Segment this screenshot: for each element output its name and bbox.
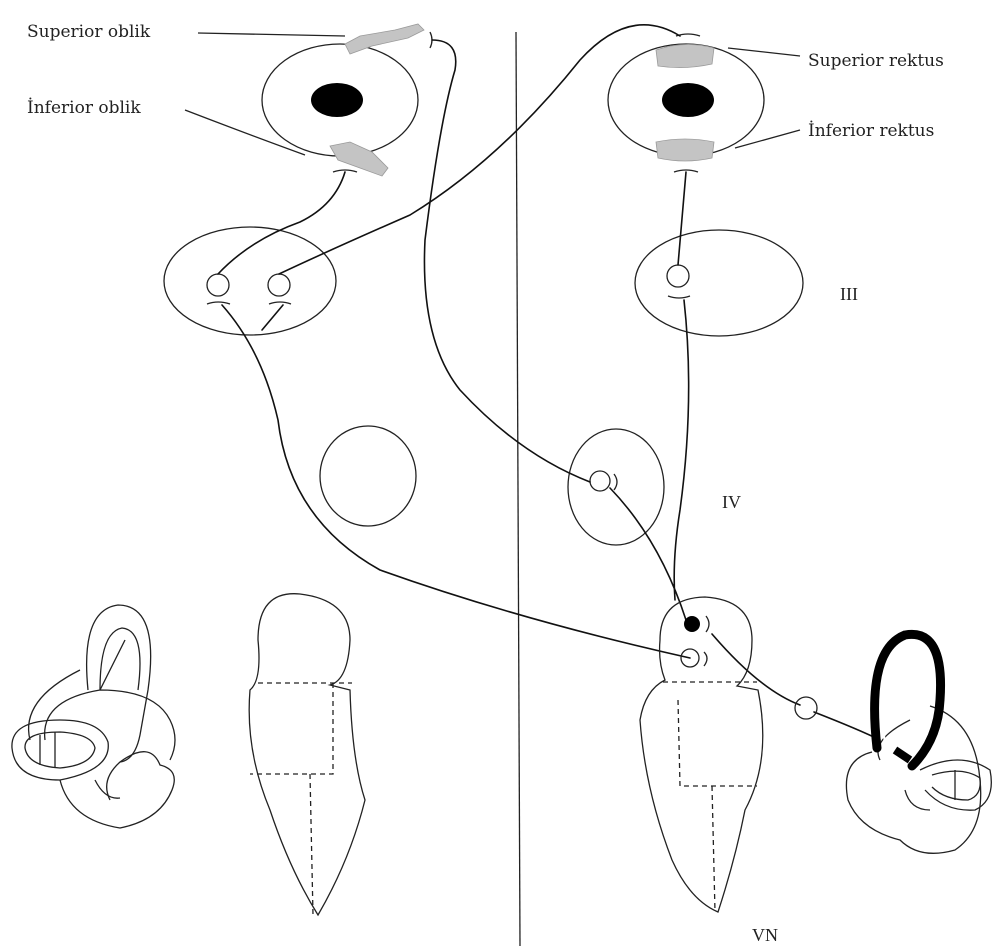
vestibular-ganglion-cell bbox=[795, 697, 817, 719]
left-trochlear-nucleus bbox=[320, 426, 416, 526]
right-brainstem bbox=[640, 597, 763, 912]
left-eye bbox=[262, 24, 424, 176]
label-nucleus-iii: III bbox=[840, 284, 858, 304]
superior-oblique-muscle bbox=[345, 24, 424, 54]
right-pupil bbox=[662, 83, 714, 117]
synapse-mark bbox=[706, 616, 709, 632]
right-labyrinth bbox=[846, 634, 991, 853]
inferior-rectus-motoneuron bbox=[667, 265, 689, 287]
inferior-oblique-motoneuron bbox=[207, 274, 229, 296]
inferior-rectus-muscle bbox=[656, 139, 714, 161]
label-inferior-rektus: İnferior rektus bbox=[808, 120, 934, 141]
left-pupil bbox=[311, 83, 363, 117]
superior-rectus-muscle bbox=[656, 44, 714, 67]
superior-oblique-motoneuron bbox=[590, 471, 610, 491]
superior-rectus-motoneuron bbox=[268, 274, 290, 296]
right-oculomotor-nucleus bbox=[635, 230, 803, 336]
left-labyrinth bbox=[12, 605, 175, 828]
synapse-marks bbox=[207, 32, 700, 490]
left-brainstem bbox=[249, 594, 365, 915]
left-oculomotor-nucleus bbox=[164, 227, 336, 335]
label-nucleus-iv: IV bbox=[722, 492, 741, 512]
label-inferior-oblik: İnferior oblik bbox=[27, 97, 141, 118]
nerve-fibers bbox=[218, 25, 880, 740]
label-superior-rektus: Superior rektus bbox=[808, 51, 944, 71]
vn-excitatory-neuron bbox=[684, 616, 700, 632]
synapse-mark bbox=[704, 652, 707, 666]
midline bbox=[516, 32, 520, 946]
right-eye bbox=[608, 44, 764, 161]
label-superior-oblik: Superior oblik bbox=[27, 22, 151, 42]
label-vn: VN bbox=[752, 925, 778, 945]
